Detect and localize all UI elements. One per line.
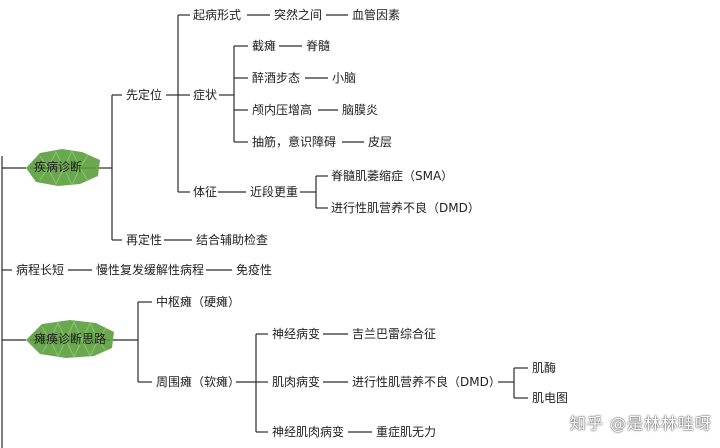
node-mianyixing: 免疫性 (236, 263, 273, 277)
node-zai-dingxing: 再定性 (126, 233, 163, 247)
node-jimei: 肌酶 (532, 361, 557, 375)
node-jilan: 吉兰巴雷综合征 (352, 327, 437, 341)
node-zhongzheng: 重症肌无力 (376, 425, 437, 439)
node-manxing: 慢性复发缓解性病程 (96, 263, 205, 277)
node-lunei-yazenggao: 颅内压增高 (252, 103, 313, 117)
node-shenjing-bingbian: 神经病变 (272, 327, 321, 341)
node-xiaonao: 小脑 (332, 71, 357, 85)
node-tanhuan-silu: 瘫痪诊断思路 (34, 332, 107, 346)
node-jiehe-fuzhu: 结合辅助检查 (196, 233, 269, 247)
node-zhongshu-tan: 中枢瘫（硬瘫） (156, 295, 241, 309)
node-dmd-1: 进行性肌营养不良（DMD） (331, 201, 480, 215)
node-jidiantu: 肌电图 (532, 391, 569, 405)
node-pixia: 皮层 (368, 135, 393, 149)
node-jibing-zhenduan: 疾病诊断 (34, 160, 83, 174)
node-zhengzhuang: 症状 (193, 88, 218, 102)
node-jirou-bingbian: 肌肉病变 (272, 375, 321, 389)
node-naomoyan: 脑膜炎 (342, 103, 379, 117)
node-xueguan-yinsu: 血管因素 (352, 8, 401, 22)
node-sma: 脊髓肌萎缩症（SMA） (331, 169, 454, 183)
node-jisui: 脊髓 (306, 39, 331, 53)
node-jinduan-gengzhong: 近段更重 (250, 185, 299, 199)
node-shenjing-jirou: 神经肌肉病变 (272, 425, 345, 439)
highlight-jibing (26, 149, 100, 187)
node-zuijiu-butai: 醉酒步态 (252, 71, 301, 85)
watermark: 知乎 @是林林哇呀 (569, 414, 712, 433)
node-bingcheng: 病程长短 (16, 263, 65, 277)
node-tizheng: 体征 (193, 185, 218, 199)
node-zhouwei-tan: 周围瘫（软瘫） (156, 375, 241, 389)
node-dmd-2: 进行性肌营养不良（DMD） (352, 375, 501, 389)
node-jietan: 截瘫 (252, 39, 277, 53)
node-qibing-xingshi: 起病形式 (193, 8, 242, 22)
node-choujin-yishi: 抽筋，意识障碍 (252, 135, 337, 149)
node-xian-dingwei: 先定位 (126, 88, 163, 102)
highlight-tanhuan (26, 320, 114, 359)
node-turan-zhijian: 突然之间 (274, 8, 323, 22)
